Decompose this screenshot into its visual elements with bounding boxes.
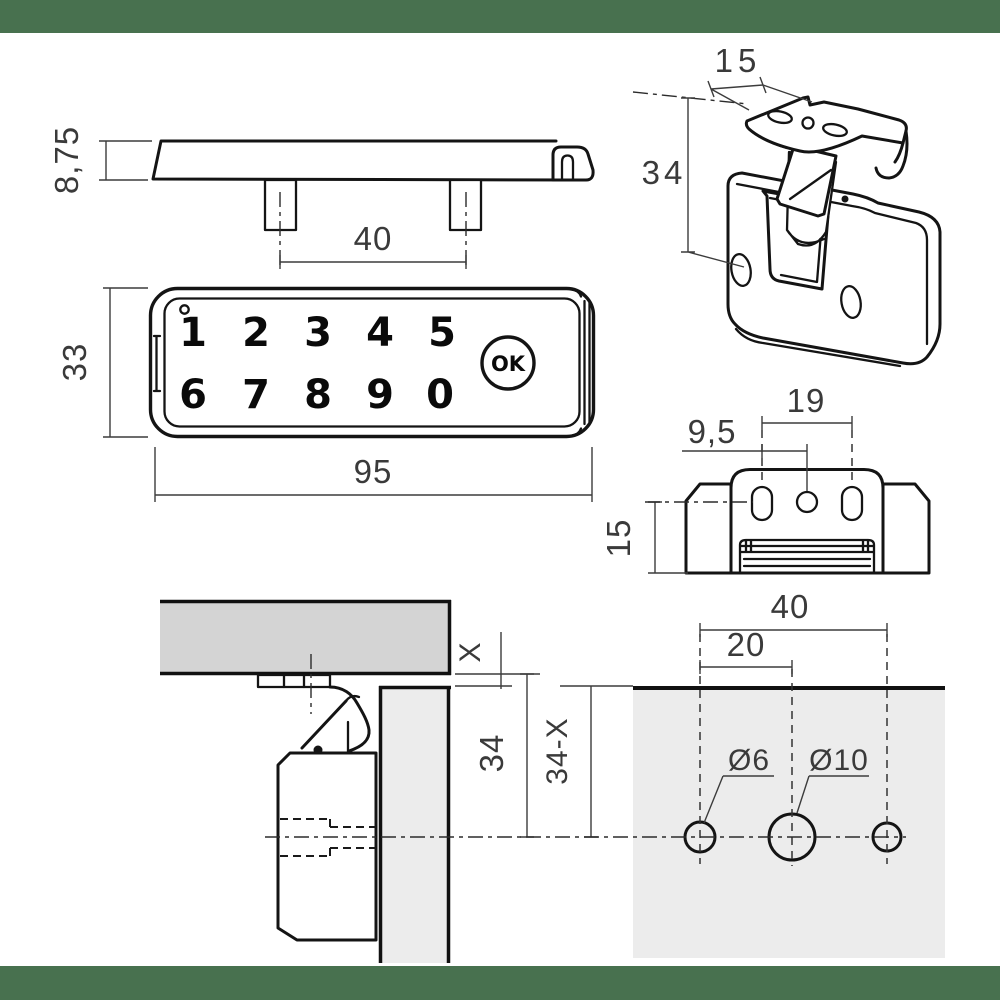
top-accent-bar xyxy=(0,0,1000,33)
keypad-panel xyxy=(163,297,581,428)
key-0: 0 xyxy=(426,372,454,418)
strike-dim-15: 15 xyxy=(600,519,637,558)
right-edge-band xyxy=(570,288,591,437)
side-view-dim-line-875 xyxy=(99,140,152,181)
led-indicator xyxy=(179,304,190,315)
iso-plate-hole-center xyxy=(801,116,815,130)
section-lock-body xyxy=(276,751,378,942)
template-dim-20: 20 xyxy=(727,626,766,663)
front-dim-line-95 xyxy=(154,447,593,502)
strike-dim-95: 9,5 xyxy=(688,413,737,450)
template-dim-line-20 xyxy=(699,660,793,674)
door-panel-edges xyxy=(378,685,451,963)
left-edge-latch xyxy=(152,334,162,393)
iso-dim-34: 34 xyxy=(642,154,687,191)
section-dim-line-x xyxy=(455,632,540,689)
template-dim-34x: 34-X xyxy=(541,717,574,784)
strike-view: 19 9,5 15 xyxy=(600,382,931,575)
side-view: 40 8,75 xyxy=(48,126,595,269)
template-panel xyxy=(633,688,945,958)
iso-plate-slot-right xyxy=(822,122,848,138)
key-8: 8 xyxy=(304,372,332,418)
iso-plate-thickness xyxy=(747,127,789,150)
section-dim-x: X xyxy=(454,641,487,662)
cabinet-top-panel xyxy=(160,601,451,674)
strike-center-hole xyxy=(795,490,819,514)
side-view-dim-40: 40 xyxy=(354,220,393,257)
strike-dim-line-95 xyxy=(682,444,808,491)
iso-body-hole-right xyxy=(840,285,862,319)
key-5: 5 xyxy=(428,310,456,356)
section-view: X 34 xyxy=(160,599,540,963)
door-panel xyxy=(379,686,450,963)
keypad-housing xyxy=(148,286,596,439)
section-latch-hook-detail xyxy=(344,694,361,754)
side-view-body-outline xyxy=(151,139,587,182)
template-leader-d10 xyxy=(796,775,869,814)
template-dim-line-34x xyxy=(560,685,633,838)
key-6: 6 xyxy=(179,372,207,418)
ok-button-outline xyxy=(480,335,536,391)
iso-dim-15: 15 xyxy=(715,42,762,79)
iso-dim-line-15 xyxy=(707,76,813,111)
iso-latch-pocket xyxy=(761,189,831,291)
iso-lock-body xyxy=(726,171,942,366)
iso-body-hole-left xyxy=(730,253,752,287)
section-pivot-pin xyxy=(313,745,323,755)
isometric-view: 15 34 xyxy=(632,42,942,368)
front-dim-33: 33 xyxy=(56,343,93,382)
iso-hook-flange xyxy=(874,129,909,180)
front-dim-line-33 xyxy=(103,287,148,438)
front-dim-95: 95 xyxy=(354,453,393,490)
iso-plate-slot-left xyxy=(767,109,793,125)
section-latch-hook xyxy=(300,685,371,753)
section-strike-plate-lines xyxy=(282,673,306,689)
strike-slot-right xyxy=(840,485,864,522)
strike-dim-line-19 xyxy=(761,416,853,430)
template-label-d10: Ø10 xyxy=(809,744,869,777)
bottom-accent-bar xyxy=(0,966,1000,1000)
strike-latch-opening xyxy=(738,538,876,575)
strike-slot-left xyxy=(750,485,774,522)
strike-dim-line-15 xyxy=(648,501,688,574)
front-view: 1 2 3 4 5 6 7 8 9 0 OK 33 95 xyxy=(56,286,596,502)
iso-latch-arm-fold xyxy=(788,168,833,201)
side-view-dim-line-40 xyxy=(279,255,467,269)
iso-latch-arm-upper xyxy=(775,144,838,218)
section-dim-34: 34 xyxy=(473,734,510,773)
section-hidden-latch xyxy=(280,818,376,857)
strike-wing-left xyxy=(684,482,733,575)
strike-dim-19: 19 xyxy=(787,382,826,419)
iso-dim-line-34 xyxy=(681,97,745,268)
side-view-dim-875: 8,75 xyxy=(48,126,85,194)
template-leader-d6 xyxy=(703,775,774,824)
side-view-latch-slot xyxy=(560,154,575,181)
key-4: 4 xyxy=(366,310,394,356)
template-dim-line-40 xyxy=(699,623,888,637)
template-view: 40 20 34-X Ø6 Ø10 xyxy=(541,588,945,958)
key-3: 3 xyxy=(304,310,332,356)
template-label-d6: Ø6 xyxy=(728,744,770,777)
iso-pivot-pin xyxy=(841,195,849,203)
key-7: 7 xyxy=(242,372,270,418)
template-hole-axes xyxy=(699,634,888,866)
section-strike-plate xyxy=(256,673,332,689)
key-1: 1 xyxy=(179,310,207,356)
cabinet-top-panel-edges xyxy=(160,599,452,676)
ok-button-label: OK xyxy=(491,352,526,376)
key-2: 2 xyxy=(242,310,270,356)
template-dim-40: 40 xyxy=(771,588,810,625)
section-dim-line-34 xyxy=(520,673,534,838)
strike-wing-right xyxy=(881,482,931,575)
key-9: 9 xyxy=(366,372,394,418)
